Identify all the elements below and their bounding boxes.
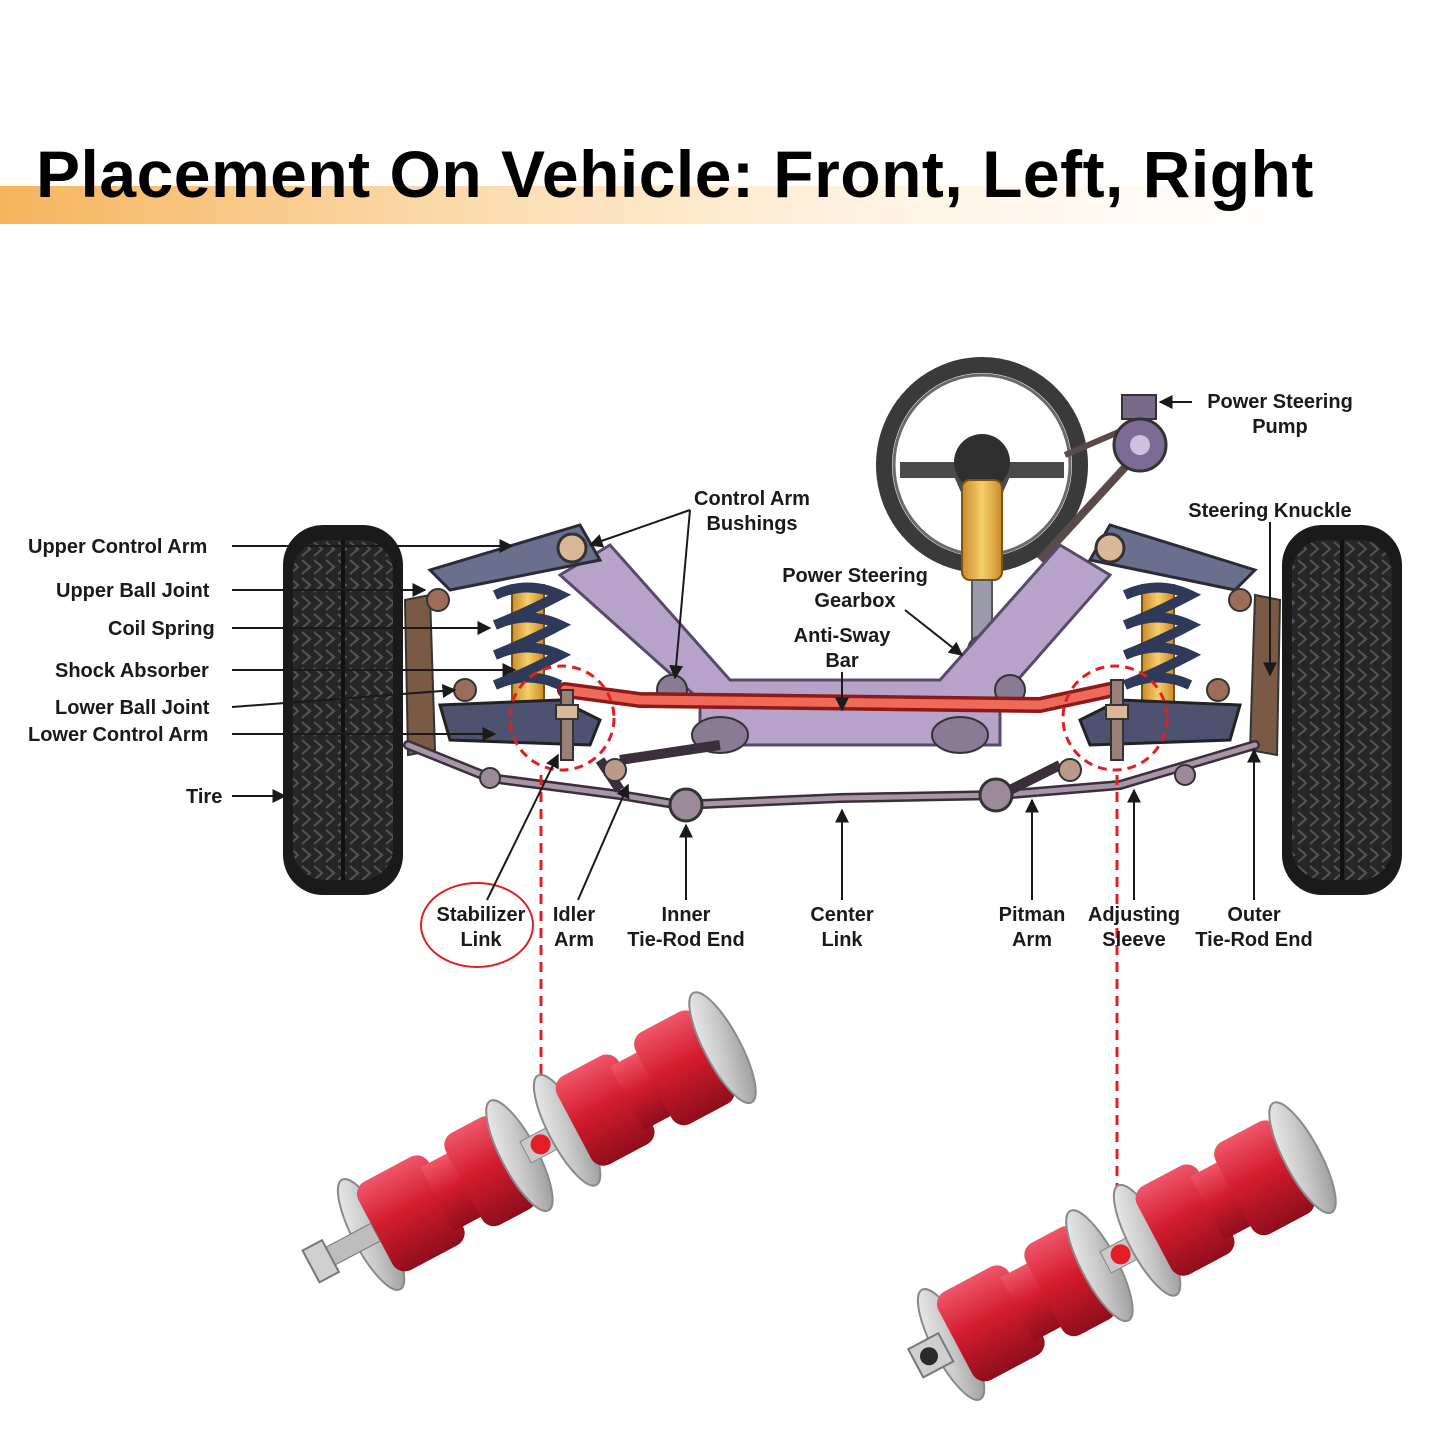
label-pitman-arm-line2: Arm <box>1012 929 1052 951</box>
page-title: Placement On Vehicle: Front, Left, Right <box>36 137 1314 211</box>
label-inner-tie-rod-line1: Inner <box>662 904 711 926</box>
leader-lines <box>231 395 1277 901</box>
label-lower-ball-joint: Lower Ball Joint <box>55 697 210 719</box>
label-idler-arm-line2: Arm <box>554 929 594 951</box>
label-pitman-arm-line1: Pitman <box>999 904 1066 926</box>
label-stabilizer-link-line1: Stabilizer <box>437 904 526 926</box>
left-coil-spring <box>492 582 572 706</box>
stabilizer-link-product-left <box>301 991 757 1291</box>
label-anti-sway-bar-line1: Anti-Sway <box>794 625 892 647</box>
label-outer-tie-rod-line1: Outer <box>1227 904 1281 926</box>
right-tire <box>1282 525 1402 895</box>
label-steering-knuckle: Steering Knuckle <box>1188 500 1351 522</box>
label-anti-sway-bar-line2: Bar <box>825 650 859 672</box>
label-outer-tie-rod-line2: Tie-Rod End <box>1195 929 1312 951</box>
label-idler-arm-line1: Idler <box>553 904 595 926</box>
label-stabilizer-link-line2: Link <box>460 929 502 951</box>
power-steering-pump <box>1037 394 1168 563</box>
label-power-steering-gearbox-line1: Power Steering <box>782 565 928 587</box>
stabilizer-label-highlight <box>420 882 534 968</box>
label-shock-absorber: Shock Absorber <box>55 660 209 682</box>
label-inner-tie-rod-line2: Tie-Rod End <box>627 929 744 951</box>
title-accent-band <box>0 186 1440 224</box>
right-stabilizer-link <box>1105 679 1129 761</box>
label-power-steering-pump-line2: Pump <box>1252 416 1308 438</box>
right-coil-spring <box>1122 582 1202 706</box>
label-tire: Tire <box>186 786 222 808</box>
label-center-link-line1: Center <box>810 904 874 926</box>
label-power-steering-pump-line1: Power Steering <box>1207 391 1353 413</box>
label-center-link-line2: Link <box>821 929 863 951</box>
right-upper-control-arm <box>1087 523 1258 592</box>
right-steering-knuckle <box>1228 588 1282 757</box>
label-adjusting-sleeve-line2: Sleeve <box>1102 929 1165 951</box>
label-lower-control-arm: Lower Control Arm <box>28 724 208 746</box>
label-upper-control-arm: Upper Control Arm <box>28 536 207 558</box>
left-tire <box>283 525 403 895</box>
left-upper-control-arm <box>427 523 603 592</box>
stabilizer-link-product-right <box>906 1101 1337 1401</box>
label-upper-ball-joint: Upper Ball Joint <box>56 580 210 602</box>
label-control-arm-bushings-line2: Bushings <box>706 513 797 535</box>
label-power-steering-gearbox-line2: Gearbox <box>814 590 895 612</box>
label-control-arm-bushings-line1: Control Arm <box>694 488 810 510</box>
label-adjusting-sleeve-line1: Adjusting <box>1088 904 1180 926</box>
right-link-highlight <box>1061 664 1169 772</box>
label-coil-spring: Coil Spring <box>108 618 215 640</box>
left-stabilizer-link <box>555 689 579 761</box>
left-link-highlight <box>508 664 616 772</box>
left-steering-knuckle <box>403 588 450 757</box>
steering-linkage <box>403 740 1260 823</box>
